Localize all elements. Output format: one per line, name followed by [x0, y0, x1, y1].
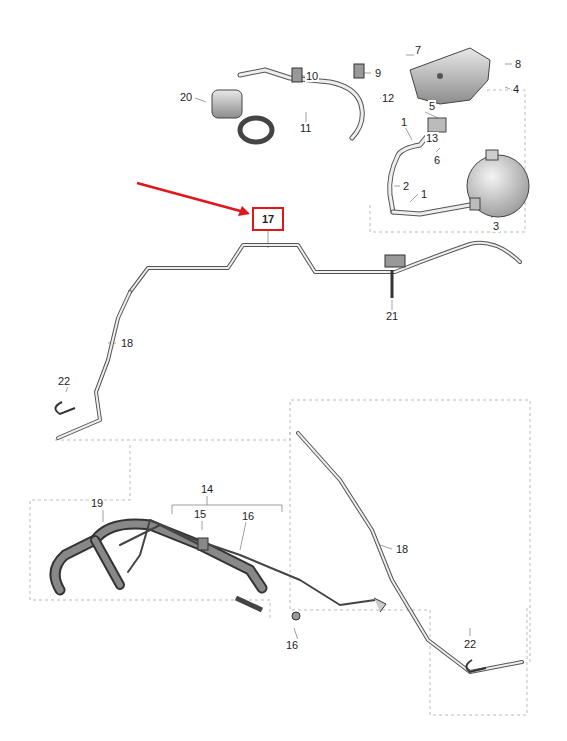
- callout-number: 15: [193, 508, 207, 520]
- highlight-box: 17: [252, 207, 284, 231]
- callout-number: 18: [395, 543, 409, 555]
- callout-number: 16: [241, 510, 255, 522]
- callout-number: 14: [200, 483, 214, 495]
- callout-number: 3: [492, 220, 500, 232]
- callout-number: 12: [381, 92, 395, 104]
- callout-number: 13: [425, 132, 439, 144]
- callout-number: 1: [400, 116, 408, 128]
- callout-number: 20: [179, 91, 193, 103]
- callout-number: 4: [512, 83, 520, 95]
- callout-number: 21: [385, 310, 399, 322]
- callout-number: 5: [428, 100, 436, 112]
- callout-number: 2: [402, 180, 410, 192]
- callout-number: 19: [90, 497, 104, 509]
- callout-number: 11: [299, 122, 312, 134]
- callout-number: 22: [463, 638, 477, 650]
- callout-number: 8: [514, 58, 522, 70]
- callout-number: 17: [262, 213, 274, 225]
- callout-number: 18: [120, 337, 134, 349]
- callout-number: 7: [414, 44, 422, 56]
- callout-number: 10: [305, 70, 319, 82]
- callout-number: 22: [57, 375, 71, 387]
- callout-number: 1: [420, 188, 428, 200]
- callout-number: 6: [433, 154, 441, 166]
- callout-number: 9: [374, 67, 382, 79]
- callout-number: 16: [285, 639, 299, 651]
